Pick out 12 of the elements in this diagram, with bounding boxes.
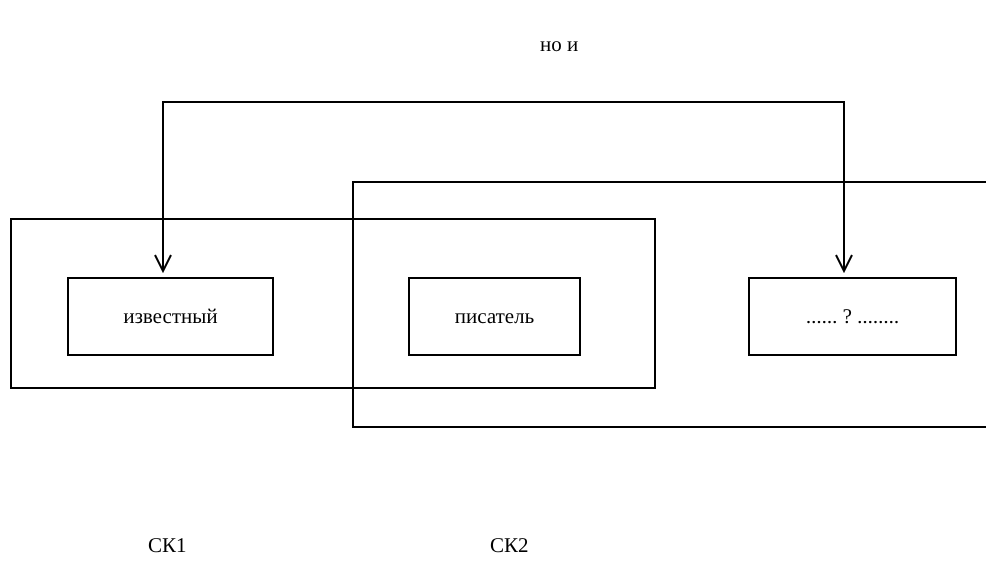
scheme-label: СК1 (148, 533, 187, 558)
frame-box (10, 218, 656, 389)
scheme-label: СК2 (490, 533, 529, 558)
word-text: известный (123, 304, 218, 329)
word-box (67, 277, 274, 356)
frame-box (352, 181, 986, 428)
word-text: писатель (454, 304, 534, 329)
word-text: ...... ? ........ (806, 304, 900, 329)
annotation-text: но и (540, 32, 578, 57)
connector-arrow (154, 101, 853, 272)
word-box (748, 277, 957, 356)
word-box (408, 277, 581, 356)
